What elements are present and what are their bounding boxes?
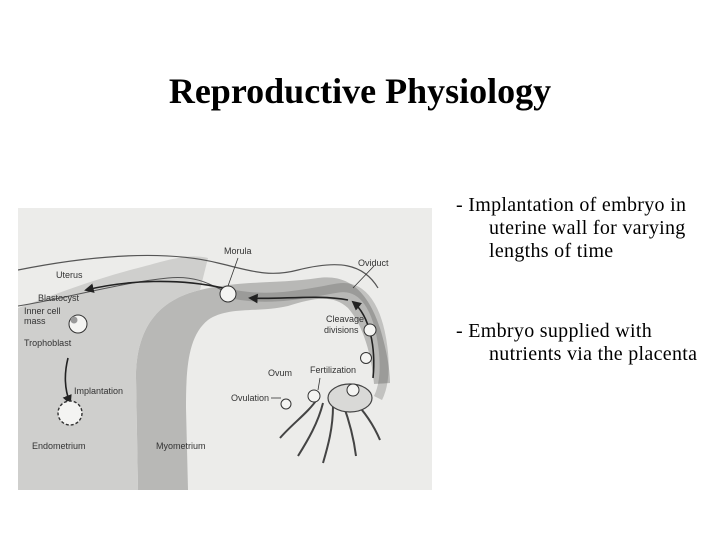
label-mass: mass xyxy=(24,316,46,326)
label-endometrium: Endometrium xyxy=(32,441,86,451)
cavity-edge-upper xyxy=(18,254,379,289)
inner-cell-mass-dot xyxy=(70,316,78,324)
implantation-diagram: Morula Oviduct Uterus Blastocyst Inner c… xyxy=(18,208,432,490)
path-arrow-to-implantation xyxy=(62,357,72,405)
ovary xyxy=(327,383,373,413)
bullet-nutrients: - Embryo supplied with nutrients via the… xyxy=(456,320,698,365)
label-trophoblast: Trophoblast xyxy=(24,338,72,348)
label-morula: Morula xyxy=(224,246,252,256)
label-fertilization: Fertilization xyxy=(310,365,356,375)
morula-cell xyxy=(219,285,237,303)
diagram-illustration: Morula Oviduct Uterus Blastocyst Inner c… xyxy=(18,208,432,490)
bullet-implantation: - Implantation of embryo in uterine wall… xyxy=(456,194,687,262)
label-uterus: Uterus xyxy=(56,270,83,280)
label-blastocyst: Blastocyst xyxy=(38,293,80,303)
label-divisions: divisions xyxy=(324,325,359,335)
cavity-edge-lower xyxy=(18,276,229,307)
ovulation-cell xyxy=(280,398,292,410)
pointer-morula xyxy=(227,257,239,287)
path-arrow-to-blastocyst xyxy=(84,280,224,293)
cleavage-cell-b xyxy=(360,352,372,364)
path-arrow-to-morula xyxy=(248,293,349,304)
label-ovulation: Ovulation xyxy=(231,393,269,403)
label-cleavage: Cleavage xyxy=(326,314,364,324)
fertilized-egg xyxy=(346,383,360,397)
myometrium-wall xyxy=(136,277,390,490)
label-ovum: Ovum xyxy=(268,368,292,378)
fimbriae xyxy=(279,397,381,464)
pointer-ovum xyxy=(317,377,321,391)
bullet-list: - Implantation of embryo in uterine wall… xyxy=(456,194,716,366)
label-implantation: Implantation xyxy=(74,386,123,396)
label-oviduct: Oviduct xyxy=(358,258,389,268)
implanting-embryo xyxy=(57,400,83,426)
ovum-cell xyxy=(307,389,321,403)
endometrium-wall xyxy=(18,256,208,490)
slide-title: Reproductive Physiology xyxy=(168,71,552,111)
oviduct-tube xyxy=(226,283,389,401)
cleavage-cell-a xyxy=(363,323,377,337)
pointer-oviduct xyxy=(352,265,375,289)
label-inner-cell: Inner cell xyxy=(24,306,61,316)
label-myometrium: Myometrium xyxy=(156,441,206,451)
